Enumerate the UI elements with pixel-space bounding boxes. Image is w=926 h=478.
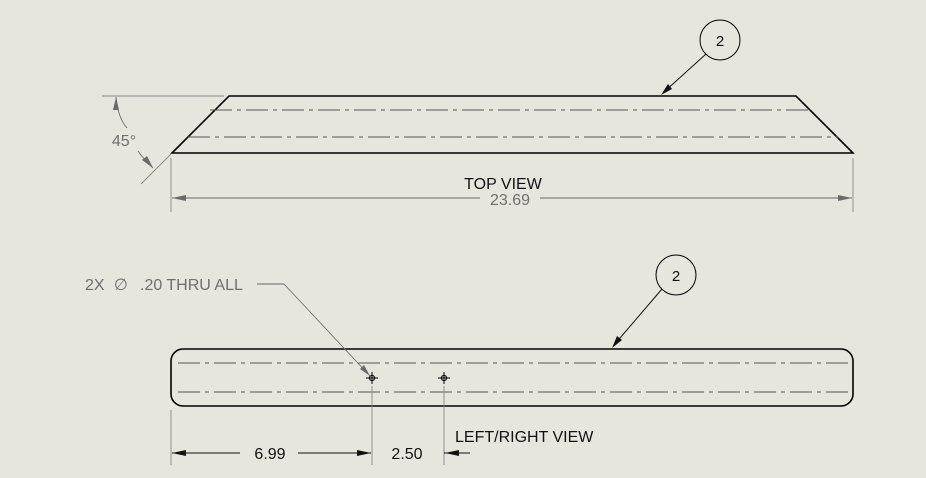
top-view: TOP VIEW 23.69 45° 2 <box>102 19 855 212</box>
angle-arc-upper <box>115 96 128 129</box>
angle-dim-text[interactable]: 45° <box>112 133 136 150</box>
hole-callout-qty[interactable]: 2X <box>85 277 105 294</box>
top-view-label: TOP VIEW <box>464 176 543 193</box>
top-length-dim-text[interactable]: 23.69 <box>490 192 530 209</box>
top-length-arrow-right <box>838 195 852 201</box>
dim-250-arrow-right <box>445 450 459 456</box>
top-balloon-circle[interactable] <box>699 19 741 61</box>
dim-699-arrow-right <box>357 450 371 456</box>
top-balloon-number: 2 <box>716 33 724 50</box>
side-balloon-circle[interactable] <box>655 254 697 296</box>
dim-hole-spacing-text[interactable]: 2.50 <box>391 446 422 463</box>
hole-2[interactable] <box>438 372 450 384</box>
hole-callout-text[interactable]: .20 THRU ALL <box>140 277 243 294</box>
top-length-arrow-left <box>172 195 186 201</box>
side-balloon-leader-arrow <box>612 336 622 348</box>
side-balloon-leader <box>613 288 663 346</box>
top-balloon-leader <box>663 53 707 93</box>
hole-callout-arrow <box>360 365 370 376</box>
dim-first-hole-text[interactable]: 6.99 <box>254 446 285 463</box>
hole-callout-leader-diagonal <box>283 283 371 377</box>
angle-ext-diagonal <box>140 153 172 185</box>
top-view-outline[interactable] <box>170 95 855 154</box>
hole-callout-diameter-symbol: ∅ <box>114 277 128 294</box>
side-balloon-number: 2 <box>672 268 680 285</box>
angle-arrow-top <box>113 97 119 110</box>
top-balloon-leader-arrow <box>661 84 672 95</box>
side-view-outline[interactable] <box>170 348 854 407</box>
side-view: 2X ∅ .20 THRU ALL 6.99 2.50 LEFT/RIGHT V… <box>85 254 854 465</box>
side-view-label: LEFT/RIGHT VIEW <box>455 429 594 446</box>
dim-699-arrow-left <box>172 450 186 456</box>
angle-arrow-bottom <box>142 156 153 168</box>
hole-1[interactable] <box>366 372 378 384</box>
